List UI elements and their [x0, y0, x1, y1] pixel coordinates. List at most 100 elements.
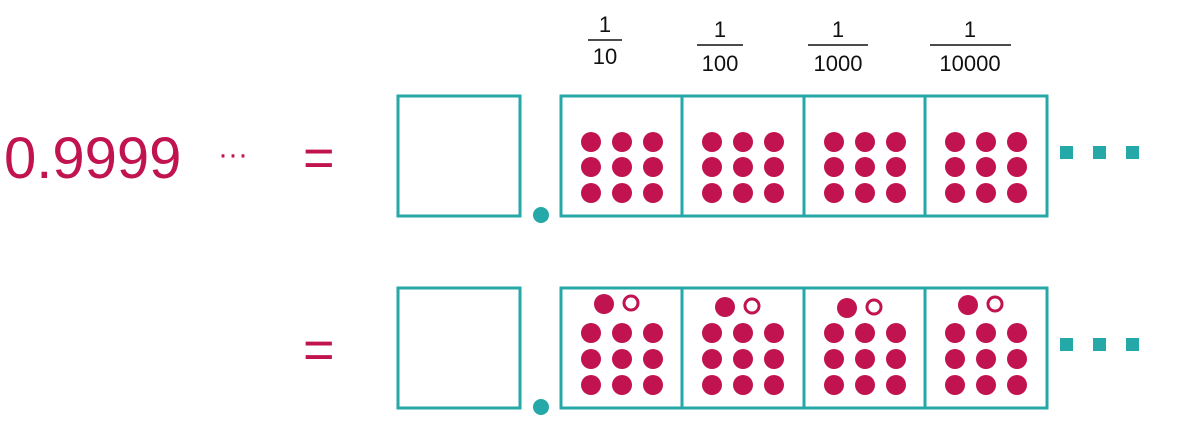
- row2-filled-dot: [855, 349, 875, 369]
- row1-filled-dot: [612, 157, 632, 177]
- row1-place-value-chart: [396, 94, 1139, 223]
- row1-filled-dot: [945, 132, 965, 152]
- row2-filled-dot: [612, 323, 632, 343]
- row1-filled-dot: [855, 183, 875, 203]
- row2-filled-dot: [612, 375, 632, 395]
- header-ten-thousandths: 1 10000: [930, 17, 1011, 76]
- row1-filled-dot: [886, 132, 906, 152]
- row2-filled-dot: [702, 349, 722, 369]
- row2-filled-dot: [1007, 375, 1027, 395]
- row2-continuation-square: [1060, 338, 1073, 351]
- row2-filled-dot: [764, 375, 784, 395]
- row1-filled-dot: [1007, 183, 1027, 203]
- row2-filled-dot: [1007, 349, 1027, 369]
- row2-dots: [581, 294, 1027, 395]
- row1-filled-dot: [612, 132, 632, 152]
- row2-filled-dot: [733, 375, 753, 395]
- header-ten-thousandths-denominator: 10000: [939, 51, 1000, 76]
- row2-filled-dot: [581, 375, 601, 395]
- row1-filled-dot: [824, 183, 844, 203]
- row2-filled-dot: [824, 349, 844, 369]
- row2-filled-dot: [945, 323, 965, 343]
- row1-filled-dot: [1007, 157, 1027, 177]
- row2-continuation-square: [1126, 338, 1139, 351]
- row1-filled-dot: [976, 183, 996, 203]
- row2-filled-dot: [824, 323, 844, 343]
- row1-ones-box: [396, 94, 522, 218]
- header-hundredths: 1 100: [697, 17, 743, 76]
- row2-filled-dot: [855, 323, 875, 343]
- row2-filled-dot: [945, 375, 965, 395]
- row2-filled-dot: [837, 298, 857, 318]
- row1-continuation-square: [1093, 146, 1106, 159]
- row2-hollow-dot: [622, 294, 640, 312]
- row2-filled-dot: [855, 375, 875, 395]
- header-tenths-numerator: 1: [599, 12, 611, 37]
- place-value-headers: 1 10 1 100 1 1000 1 10000: [588, 12, 1011, 76]
- row1-filled-dot: [733, 157, 753, 177]
- row2-filled-dot: [976, 349, 996, 369]
- header-thousandths-numerator: 1: [832, 17, 844, 42]
- row2-filled-dot: [764, 323, 784, 343]
- row1-filled-dot: [886, 157, 906, 177]
- row2-filled-dot: [612, 349, 632, 369]
- row2-hollow-dot: [743, 297, 761, 315]
- row2-hollow-dot: [865, 298, 883, 316]
- row1-filled-dot: [643, 157, 663, 177]
- header-hundredths-denominator: 100: [702, 51, 739, 76]
- row1-filled-dot: [702, 183, 722, 203]
- row2-filled-dot: [581, 349, 601, 369]
- row1-filled-dot: [945, 157, 965, 177]
- row2-filled-dot: [886, 323, 906, 343]
- row2-decimal-point: [533, 399, 549, 415]
- row2-filled-dot: [886, 349, 906, 369]
- row1-continuation-square: [1126, 146, 1139, 159]
- row1-filled-dot: [976, 132, 996, 152]
- row2-ones-box: [396, 286, 522, 410]
- row1-filled-dot: [886, 183, 906, 203]
- row2-filled-dot: [643, 323, 663, 343]
- row2-filled-dot: [945, 349, 965, 369]
- row2-filled-dot: [715, 297, 735, 317]
- row1-filled-dot: [824, 132, 844, 152]
- row2-filled-dot: [702, 323, 722, 343]
- row1-filled-dot: [976, 157, 996, 177]
- row1-number: 0.9999: [4, 126, 181, 191]
- row1-filled-dot: [702, 132, 722, 152]
- row1-filled-dot: [764, 132, 784, 152]
- header-ten-thousandths-numerator: 1: [964, 17, 976, 42]
- row2-filled-dot: [1007, 323, 1027, 343]
- row2-filled-dot: [958, 295, 978, 315]
- row1-filled-dot: [733, 183, 753, 203]
- row1-filled-dot: [581, 132, 601, 152]
- header-thousandths: 1 1000: [808, 17, 868, 76]
- row1-filled-dot: [643, 132, 663, 152]
- row1-filled-dot: [733, 132, 753, 152]
- row1-continuation-dots: [1060, 146, 1139, 159]
- row2-continuation-dots: [1060, 338, 1139, 351]
- row1-filled-dot: [855, 132, 875, 152]
- row2-filled-dot: [733, 349, 753, 369]
- row1-filled-dot: [764, 157, 784, 177]
- row2-filled-dot: [581, 323, 601, 343]
- row1-filled-dot: [581, 157, 601, 177]
- row2-continuation-square: [1093, 338, 1106, 351]
- row1-filled-dot: [612, 183, 632, 203]
- row1-filled-dot: [702, 157, 722, 177]
- row1-expression: 0.9999 ··· =: [4, 126, 335, 191]
- header-thousandths-denominator: 1000: [814, 51, 863, 76]
- row1-decimal-point: [533, 207, 549, 223]
- row2-filled-dot: [702, 375, 722, 395]
- row2-place-value-chart: [396, 286, 1139, 415]
- row1-filled-dot: [824, 157, 844, 177]
- row1-filled-dot: [1007, 132, 1027, 152]
- header-hundredths-numerator: 1: [714, 17, 726, 42]
- row2-filled-dot: [886, 375, 906, 395]
- row1-filled-dot: [764, 183, 784, 203]
- header-tenths: 1 10: [588, 12, 622, 69]
- row2-filled-dot: [976, 323, 996, 343]
- row2-hollow-dot: [986, 295, 1004, 313]
- row2-filled-dot: [976, 375, 996, 395]
- row2-filled-dot: [733, 323, 753, 343]
